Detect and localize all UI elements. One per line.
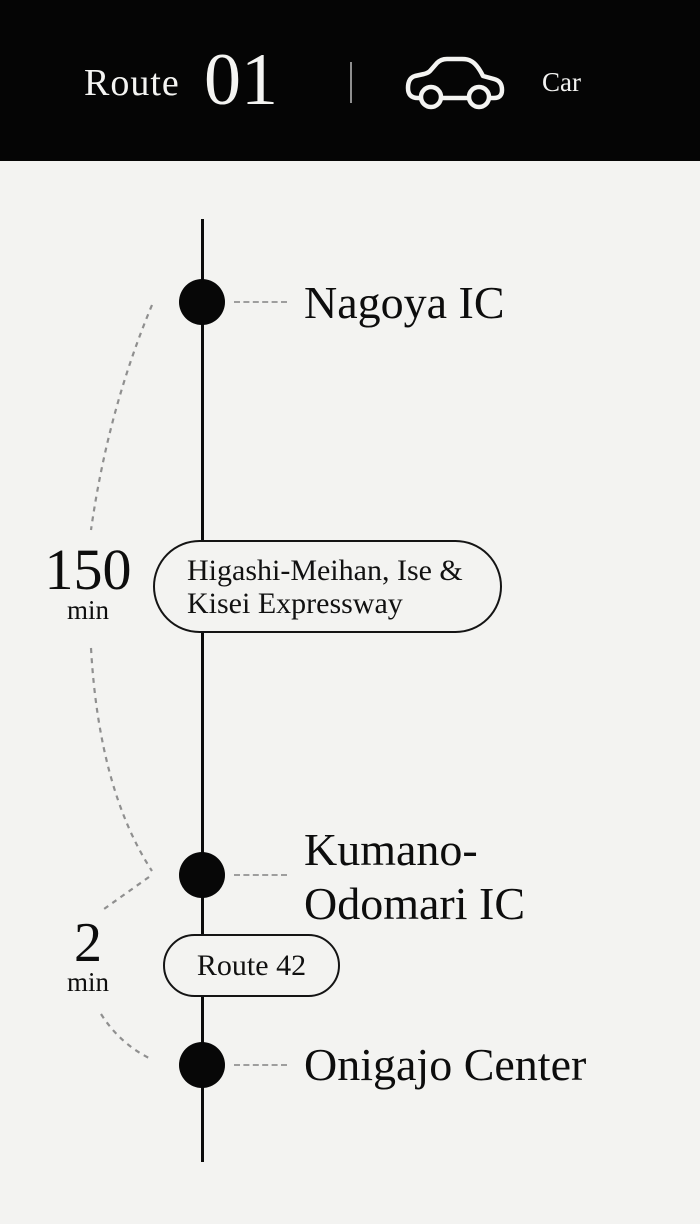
road-name-line: Higashi-Meihan, Ise & xyxy=(187,553,463,587)
timeline-line xyxy=(201,219,204,1162)
stop-label-line: Odomari IC xyxy=(304,878,526,929)
duration-2min: 2 min xyxy=(38,915,138,996)
stop-label-line: Onigajo Center xyxy=(304,1039,587,1090)
duration-unit: min xyxy=(66,595,109,625)
stop-connector-nagoya-ic xyxy=(234,301,287,303)
transport-mode-label: Car xyxy=(542,67,581,97)
stop-dot-nagoya-ic xyxy=(179,279,225,325)
stop-connector-kumano-odomari-ic xyxy=(234,874,287,876)
stop-dot-kumano-odomari-ic xyxy=(179,852,225,898)
route-number: 01 xyxy=(204,39,278,121)
stop-label-line: Nagoya IC xyxy=(304,277,505,328)
stop-dot-onigajo-center xyxy=(179,1042,225,1088)
header-divider xyxy=(350,62,352,103)
road-name-line: Kisei Expressway xyxy=(187,586,403,620)
bracket-2min-lower xyxy=(100,1013,152,1060)
car-icon xyxy=(405,56,505,110)
stop-label-onigajo-center: Onigajo Center xyxy=(304,1038,586,1092)
bracket-150min-lower xyxy=(89,647,153,872)
duration-value: 150 xyxy=(44,537,132,602)
stop-label-nagoya-ic: Nagoya IC xyxy=(304,276,505,330)
duration-value: 2 xyxy=(74,912,102,974)
stop-label-line: Kumano- xyxy=(304,824,478,875)
stop-connector-onigajo-center xyxy=(234,1064,287,1066)
road-pill-expressway: Higashi-Meihan, Ise & Kisei Expressway xyxy=(153,540,502,633)
road-pill-route-42: Route 42 xyxy=(163,934,340,997)
stop-label-kumano-odomari-ic: Kumano- Odomari IC xyxy=(304,823,525,931)
duration-150min: 150 min xyxy=(38,541,138,624)
route-label: Route xyxy=(84,62,180,104)
duration-unit: min xyxy=(66,967,109,997)
header-bar: Route 01 Car xyxy=(0,0,700,161)
bracket-2min-upper xyxy=(103,876,150,910)
road-name-line: Route 42 xyxy=(196,949,307,982)
bracket-150min-upper xyxy=(89,304,154,531)
